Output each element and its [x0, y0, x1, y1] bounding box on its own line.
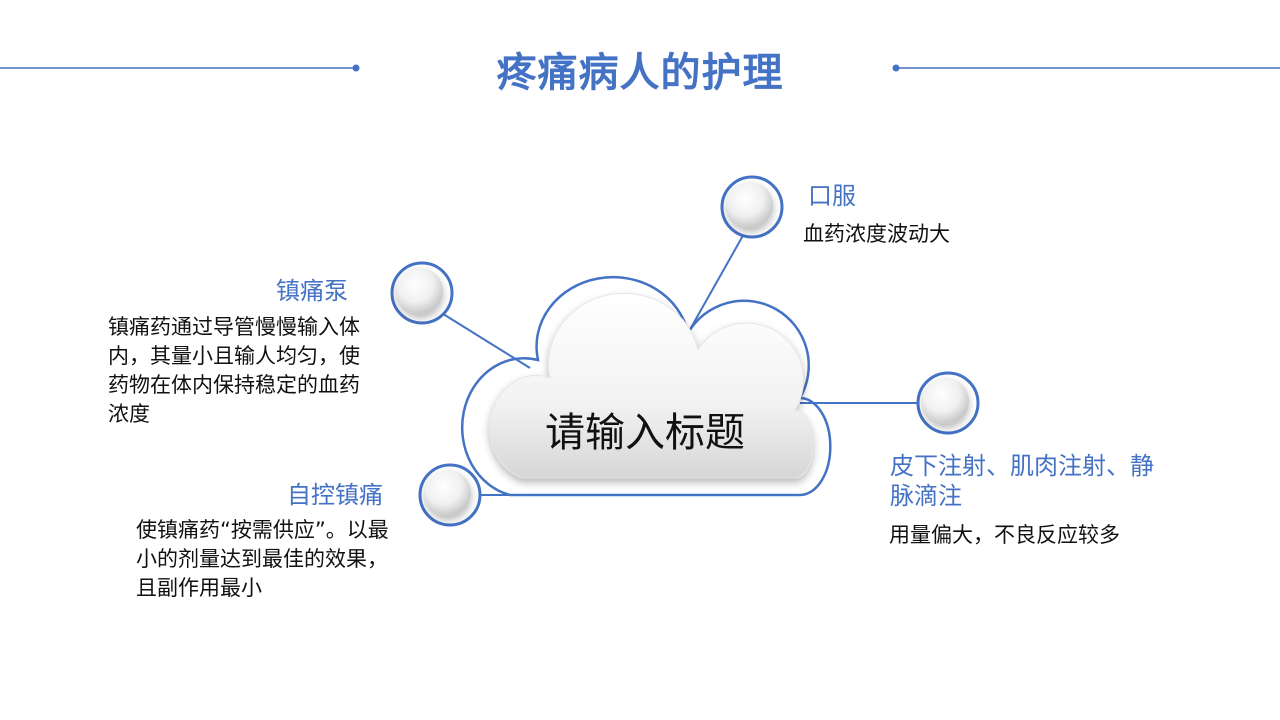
cloud-body: [489, 292, 814, 479]
connector-koufu: [687, 231, 746, 334]
node-text-zhushe: 用量偏大，不良反应较多: [889, 523, 1120, 547]
node-title-koufu: 口服: [808, 182, 856, 210]
node-title-zhentongbeng: 镇痛泵: [276, 277, 348, 305]
node-title-zhushe: 皮下注射、肌肉注射、静脉滴注: [890, 452, 1154, 510]
node-text-zhentongbeng: 镇痛药通过导管慢慢输入体内，其量小且输人均匀，使药物在体内保持稳定的血药浓度: [108, 315, 360, 426]
node-text-koufu: 血药浓度波动大: [803, 222, 950, 246]
node-circle-zikong: [418, 463, 482, 527]
page-title: 疼痛病人的护理: [496, 50, 784, 96]
header-dot-left: [352, 64, 360, 72]
header-dot-right: [892, 64, 900, 72]
node-circle-koufu: [720, 175, 784, 239]
node-circle-zhentongbeng: [390, 261, 454, 325]
node-text-zikong: 使镇痛药“按需供应”。以最小的剂量达到最佳的效果，且副作用最小: [136, 518, 389, 600]
cloud-label: 请输入标题: [545, 410, 745, 456]
node-circle-zhushe: [916, 371, 980, 435]
node-title-zikong: 自控镇痛: [287, 481, 383, 509]
